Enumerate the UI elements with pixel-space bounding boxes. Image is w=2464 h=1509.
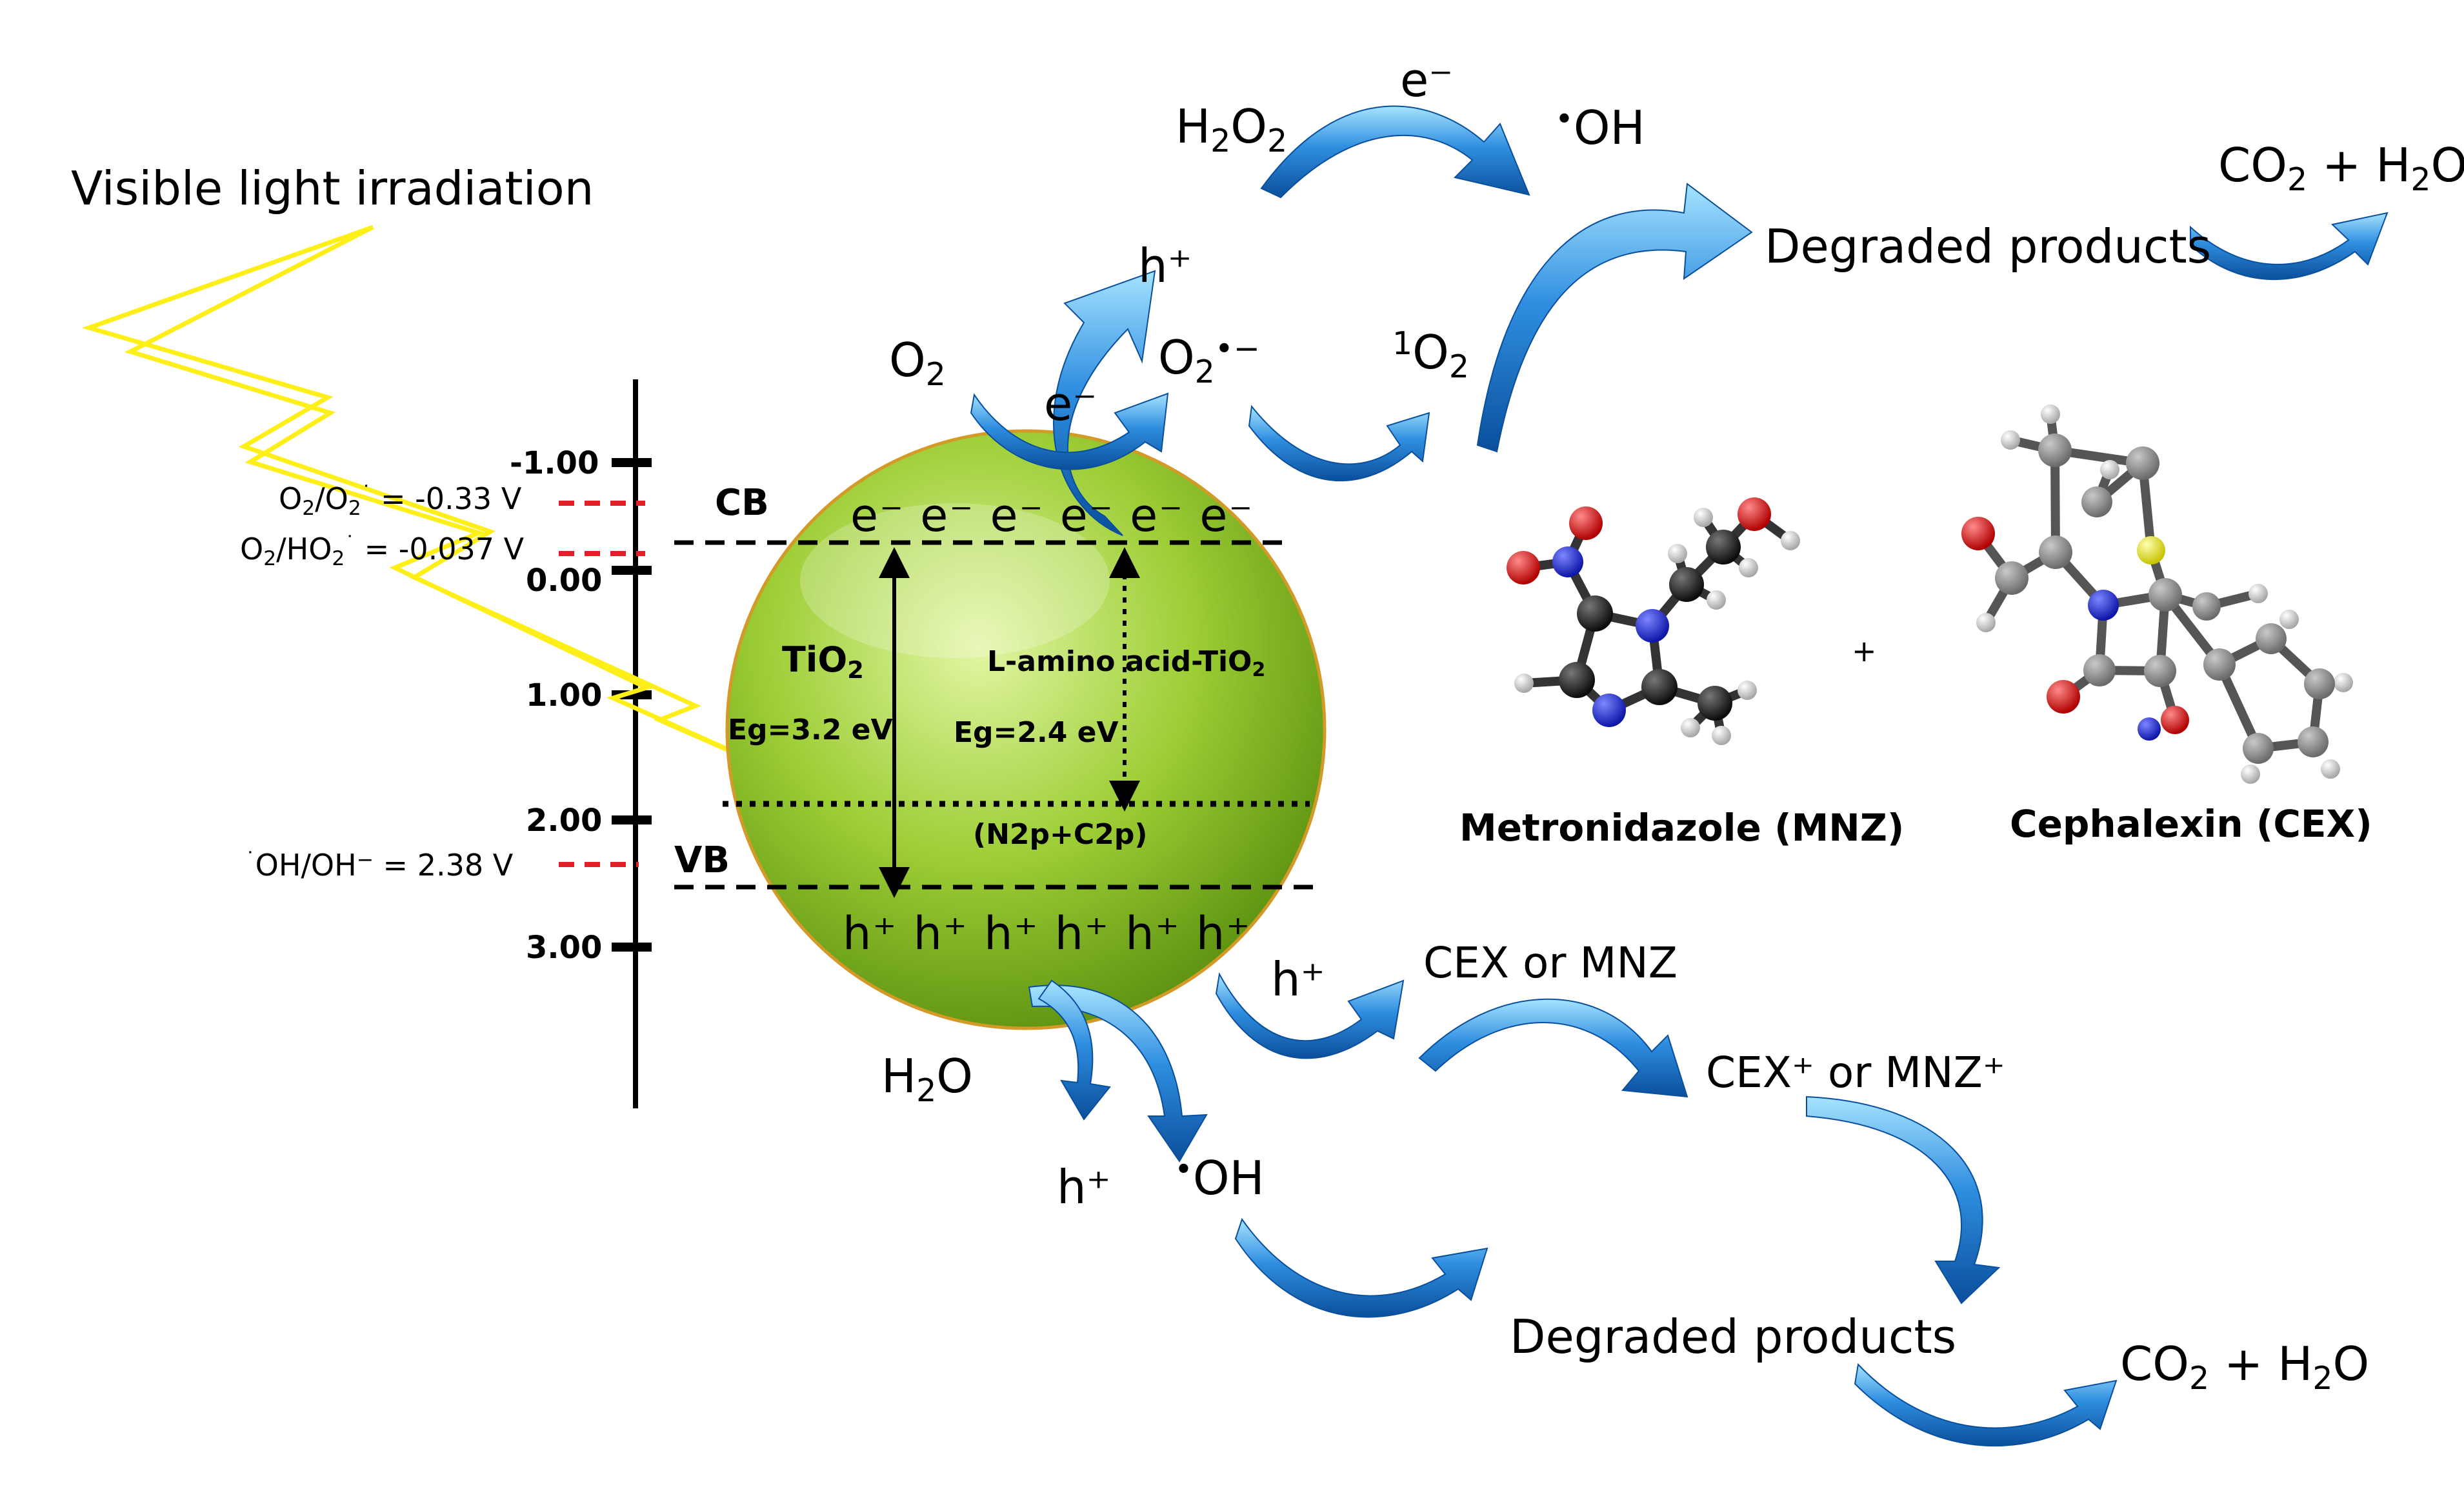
degraded-products-top: Degraded products xyxy=(1765,219,2212,274)
tick-label-4: 2.00 xyxy=(526,803,603,839)
cex-or-mnz-label: CEX or MNZ xyxy=(1423,938,1678,988)
cex-mnz-plus-label: CEX⁺ or MNZ⁺ xyxy=(1706,1048,2005,1097)
arrow-h-to-cex xyxy=(1215,972,1405,1059)
redox-markers xyxy=(559,501,645,867)
h-plus-low-label: h⁺ xyxy=(1057,1160,1111,1214)
degraded-products-bottom: Degraded products xyxy=(1510,1310,1957,1364)
metronidazole-molecule xyxy=(1507,497,1800,745)
amino-eg-label: Eg=2.4 eV xyxy=(954,716,1119,749)
arrow-to-degraded-top xyxy=(1476,183,1753,453)
o2-label: O2 xyxy=(889,333,946,393)
h2o-label: H2O xyxy=(881,1049,973,1109)
tio2-label: TiO2 xyxy=(782,639,864,685)
arrow-oh-to-degraded-bottom xyxy=(1234,1217,1488,1318)
oh-top-label: •OH xyxy=(1555,100,1645,155)
arrow-cex-to-cexplus xyxy=(1418,998,1688,1098)
arrow-vb-to-h2o xyxy=(1037,979,1111,1121)
h-plus-vb-label: h⁺ xyxy=(1271,952,1325,1006)
arrow-h2o2-to-oh xyxy=(1260,105,1530,199)
hole-row: h⁺ h⁺ h⁺ h⁺ h⁺ h⁺ xyxy=(843,907,1252,960)
cb-label: CB xyxy=(715,482,769,524)
h2o2-label: H2O2 xyxy=(1176,99,1288,159)
arrow-cexplus-to-degraded xyxy=(1806,1095,2001,1304)
electron-row: e⁻ e⁻ e⁻ e⁻ e⁻ e⁻ xyxy=(850,489,1254,542)
arrow-to-co2-bottom xyxy=(1854,1363,2118,1447)
arrow-o2-to-superoxide xyxy=(970,392,1169,470)
cephalexin-molecule xyxy=(1961,405,2353,784)
tick-label-2: 0.00 xyxy=(526,563,603,599)
tio2-eg-label: Eg=3.2 eV xyxy=(728,714,893,746)
mnz-caption: Metronidazole (MNZ) xyxy=(1459,806,1905,850)
molecule-plus: + xyxy=(1852,634,1877,668)
potential-o2-superoxide: O2/O2˙ = -0.33 V xyxy=(279,481,522,520)
reaction-arrows xyxy=(970,105,2389,1447)
e-top-label: e⁻ xyxy=(1400,53,1454,107)
intermediate-band-label: (N2p+C2p) xyxy=(973,818,1148,851)
arrow-to-co2-top xyxy=(2190,212,2389,280)
potential-oh: ˙OH/OH− = 2.38 V xyxy=(245,848,514,883)
cex-caption: Cephalexin (CEX) xyxy=(2010,802,2372,846)
energy-axis xyxy=(612,379,652,1108)
h-plus-top-label: h⁺ xyxy=(1138,239,1192,293)
superoxide-label: O2•− xyxy=(1158,330,1260,390)
arrow-vb-to-h2o2 xyxy=(1053,270,1156,536)
tick-label-1: -1.00 xyxy=(510,445,599,481)
co2-h2o-bottom: CO2 + H2O xyxy=(2120,1337,2370,1397)
tick-label-5: 3.00 xyxy=(526,930,603,966)
arrow-superoxide-to-singlet xyxy=(1248,405,1430,482)
oh-low-label: •OH xyxy=(1174,1150,1265,1205)
light-label: Visible light irradiation xyxy=(71,161,594,215)
potential-o2-ho2: O2/HO2˙ = -0.037 V xyxy=(240,532,525,570)
singlet-oxygen-label: 1O2 xyxy=(1392,325,1469,385)
arrow-vb-to-oh xyxy=(1028,984,1208,1163)
e-mid-label: e⁻ xyxy=(1044,377,1097,431)
amino-tio2-label: L-amino acid-TiO2 xyxy=(987,645,1266,682)
vb-label: VB xyxy=(674,839,730,881)
co2-h2o-top: CO2 + H2O xyxy=(2218,138,2464,198)
tick-label-3: 1.00 xyxy=(526,677,603,714)
